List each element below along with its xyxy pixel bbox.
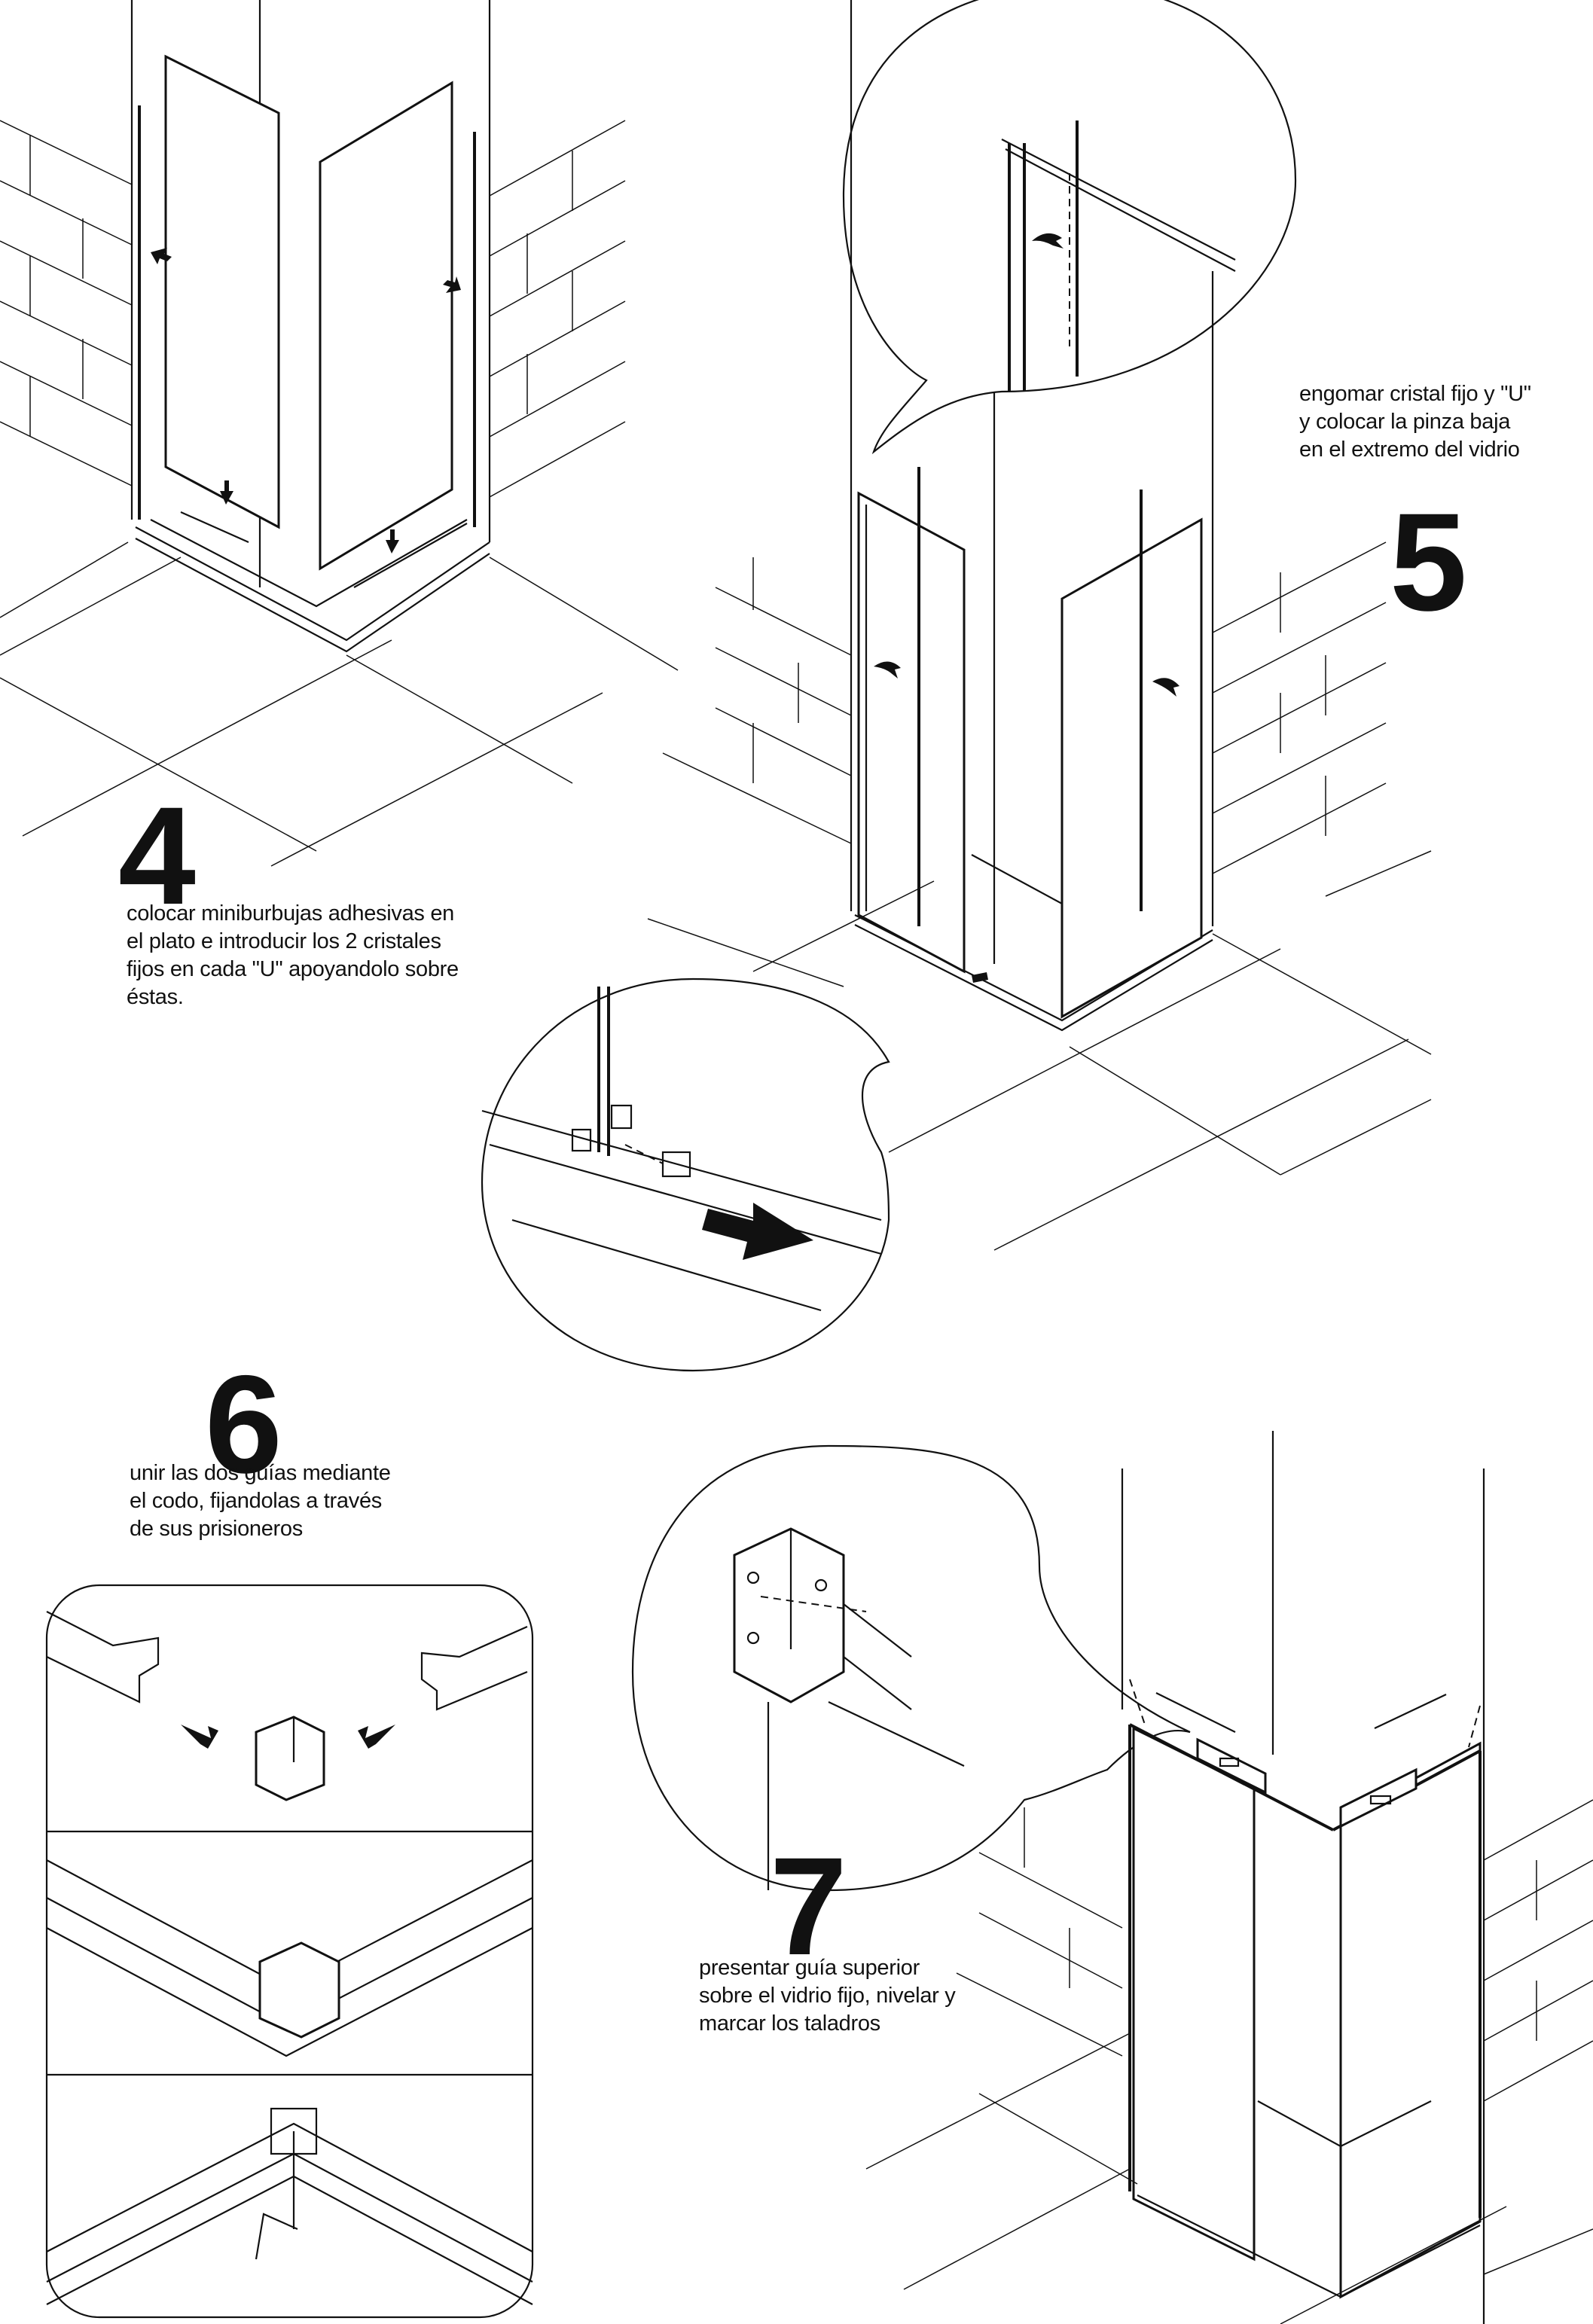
step-7-line: presentar guía superior xyxy=(699,1956,920,1980)
step-6-illustration xyxy=(45,1584,534,2319)
step-7-number: 7 xyxy=(770,1829,847,1984)
step-4-illustration xyxy=(0,0,679,867)
step-7-illustration xyxy=(631,1431,1593,2324)
step-7-line: sobre el vidrio fijo, nivelar y xyxy=(699,1984,956,2008)
step-5-number: 5 xyxy=(1390,485,1467,640)
step-5-line: y colocar la pinza baja xyxy=(1299,410,1511,434)
step-4-number: 4 xyxy=(118,779,196,934)
step-4-instructions: colocar miniburbujas adhesivas en el pla… xyxy=(127,900,459,1011)
step-6-instructions: unir las dos guías mediante el codo, fij… xyxy=(130,1459,391,1543)
step-4-line: colocar miniburbujas adhesivas en xyxy=(127,901,455,926)
step-6-line: el codo, fijandolas a través xyxy=(130,1489,382,1513)
step-4-line: éstas. xyxy=(127,985,184,1009)
step-5-line: en el extremo del vidrio xyxy=(1299,438,1520,462)
step-6-line: unir las dos guías mediante xyxy=(130,1461,391,1485)
step-5-line: engomar cristal fijo y "U" xyxy=(1299,382,1531,406)
step-5-illustration xyxy=(481,0,1432,1372)
step-7-line: marcar los taladros xyxy=(699,2011,880,2036)
step-7-instructions: presentar guía superior sobre el vidrio … xyxy=(699,1954,956,2038)
step-6-line: de sus prisioneros xyxy=(130,1517,303,1541)
step-4-line: fijos en cada "U" apoyandolo sobre xyxy=(127,957,459,981)
step-5-instructions: engomar cristal fijo y "U" y colocar la … xyxy=(1299,380,1531,464)
step-6-number: 6 xyxy=(205,1347,282,1502)
step-4-line: el plato e introducir los 2 cristales xyxy=(127,929,441,953)
